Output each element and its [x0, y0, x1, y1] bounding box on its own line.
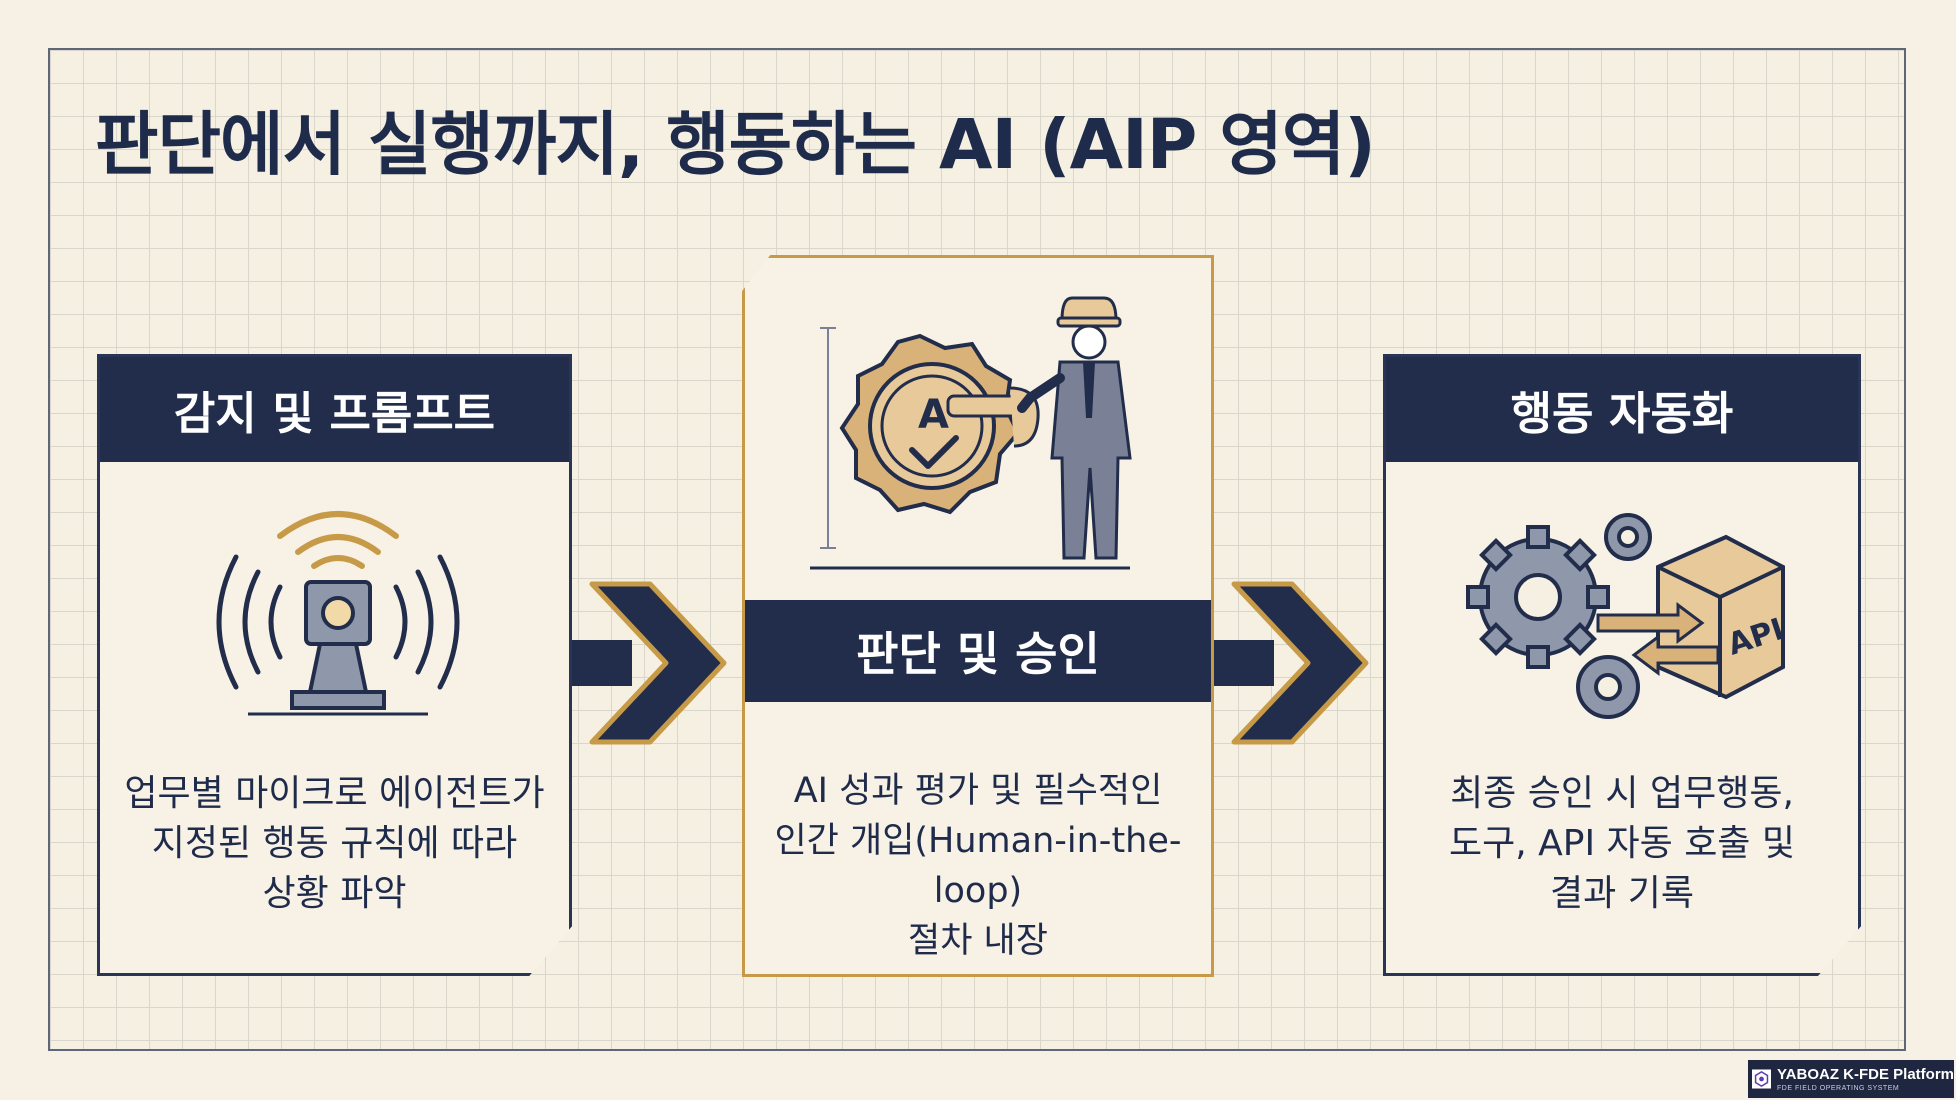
flow-arrow-icon: [1214, 581, 1369, 745]
step-card-detect: 감지 및 프롬프트 업무별 마이크로 에이전트가 지정된 행동 규칙에 따라 상…: [97, 354, 572, 976]
step-header: 행동 자동화: [1386, 357, 1858, 462]
step-description: AI 성과 평가 및 필수적인 인간 개입(Human-in-the-loop)…: [774, 771, 1182, 961]
step-description: 최종 승인 시 업무행동, 도구, API 자동 호출 및 결과 기록: [1448, 773, 1795, 914]
step-header: 판단 및 승인: [745, 600, 1211, 702]
platform-logo: YABOAZ K-FDE Platform FDE FIELD OPERATIN…: [1748, 1060, 1954, 1098]
step-header: 감지 및 프롬프트: [100, 357, 569, 462]
logo-name: YABOAZ K-FDE Platform: [1777, 1065, 1954, 1083]
flow-arrow-icon: [572, 581, 727, 745]
logo-subtitle: FDE FIELD OPERATING SYSTEM: [1777, 1084, 1900, 1092]
page-title: 판단에서 실행까지, 행동하는 AI (AIP 영역): [95, 105, 1376, 185]
hexagon-logo-icon: [1752, 1069, 1772, 1089]
step-description: 업무별 마이크로 에이전트가 지정된 행동 규칙에 따라 상황 파악: [124, 773, 545, 914]
step-card-approve: A 판단 및 승인 AI 성과 평가 및 필수적인 인간 개입(Human-in…: [742, 255, 1214, 977]
gears-api-cube-icon: API: [1466, 513, 1788, 719]
approval-seal-person-icon: A: [810, 296, 1132, 570]
step-card-automate: 행동 자동화 API 최종 승인 시 업: [1383, 354, 1861, 976]
radar-sensor-icon: [216, 511, 460, 716]
seal-letter: A: [918, 392, 949, 438]
